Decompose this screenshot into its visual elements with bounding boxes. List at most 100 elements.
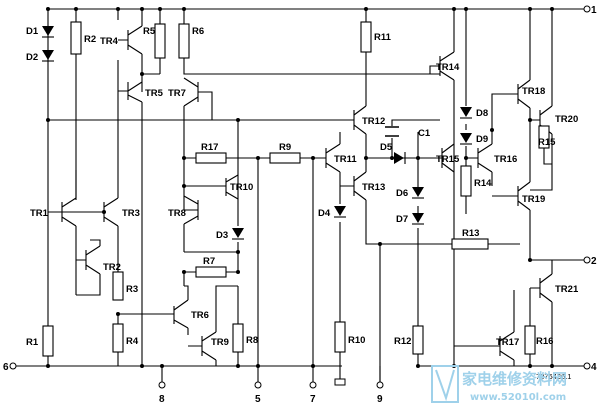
tr18-label: TR18 [522, 86, 545, 97]
watermark: 家电维修资料网 www.52010l.com [431, 365, 567, 403]
d4-label: D4 [318, 208, 331, 219]
pin-2-label: 2 [591, 256, 597, 267]
d7-symbol [412, 213, 424, 223]
r1-label: R1 [26, 337, 39, 348]
tr10-label: TR10 [230, 182, 253, 193]
tr4-label: TR4 [100, 36, 119, 47]
c1-symbol [385, 126, 399, 137]
pin-labels: 1 2 4 5 6 7 8 9 [3, 5, 597, 405]
d9-symbol [460, 133, 472, 143]
r9-label: R9 [279, 142, 291, 153]
d5-label: D5 [380, 142, 393, 153]
tr1-label: TR1 [30, 208, 49, 219]
diode-symbols [42, 26, 472, 240]
tr11-label: TR11 [334, 154, 357, 165]
d2-label: D2 [26, 52, 38, 63]
r14-body [460, 165, 472, 197]
r16-body [524, 325, 536, 355]
watermark-logo-icon [431, 365, 459, 403]
resistor-bodies [42, 21, 550, 357]
figure-reference: 7276436.1 [536, 372, 571, 381]
tr17-label: TR17 [496, 337, 519, 348]
r17-body [195, 152, 227, 164]
tr19-label: TR19 [522, 194, 545, 205]
d3-symbol [232, 228, 244, 238]
watermark-url: www.52010l.com [470, 392, 566, 403]
tr16-label: TR16 [494, 154, 517, 165]
r1-body [42, 325, 54, 357]
r3-label: R3 [126, 284, 138, 295]
d9-label: D9 [476, 134, 488, 145]
r15-label-visible: R15 [538, 137, 556, 148]
pin-1-label: 1 [591, 5, 597, 16]
tr8-label: TR8 [168, 208, 186, 219]
r15-body [538, 125, 550, 149]
r5-label: R5 [143, 26, 156, 37]
r4-body [112, 323, 124, 353]
resistor-labels: R1 R2 R3 R4 R5 R6 R7 R8 R9 R10 R11 R12 R… [26, 26, 556, 348]
c1-label: C1 [418, 128, 431, 139]
tr21-label: TR21 [555, 284, 579, 295]
r11-label: R11 [374, 32, 392, 43]
tr13-label: TR13 [362, 182, 385, 193]
r8-body [232, 323, 244, 353]
r2-body [70, 21, 82, 55]
pin-5-label: 5 [255, 394, 261, 405]
tr3-label: TR3 [122, 208, 140, 219]
pin-7-label: 7 [310, 394, 316, 405]
capacitor-labels: C1 [418, 128, 431, 139]
r12-label: R12 [394, 336, 411, 347]
r7-label: R7 [203, 256, 215, 267]
diode-labels: D1 D2 D3 D4 D5 D6 D7 D8 D9 [26, 26, 488, 241]
r3-body [112, 271, 124, 301]
pin-8-label: 8 [159, 394, 165, 405]
tr14-label: TR14 [436, 62, 460, 73]
junction-dots [46, 7, 554, 368]
tr6-label: TR6 [191, 310, 209, 321]
r12-body [412, 325, 424, 355]
pin-9-label: 9 [377, 394, 383, 405]
r11-body [360, 21, 372, 53]
tr20-label: TR20 [555, 114, 578, 125]
terminal-circles [9, 5, 591, 389]
r2-label: R2 [84, 34, 96, 45]
d8-symbol [460, 107, 472, 117]
r13-label: R13 [462, 228, 479, 239]
d1-symbol [42, 26, 54, 36]
tr15-label: TR15 [436, 154, 460, 165]
d6-label: D6 [396, 188, 408, 199]
tr7-label: TR7 [168, 88, 186, 99]
r7-body [195, 266, 227, 278]
r10-label: R10 [348, 335, 365, 346]
d6-symbol [412, 187, 424, 197]
transistor-labels: TR1 TR2 TR3 TR4 TR5 TR6 TR7 TR8 TR9 TR10… [30, 36, 579, 348]
d8-label: D8 [476, 108, 488, 119]
r14-label: R14 [474, 178, 492, 189]
pin-10-pad [334, 378, 346, 386]
d7-label: D7 [396, 214, 408, 225]
r10-body [334, 321, 346, 353]
tr9-label: TR9 [211, 337, 229, 348]
wiring [16, 8, 584, 382]
r8-label: R8 [246, 335, 258, 346]
pin-6-label: 6 [3, 362, 9, 373]
d2-symbol [42, 50, 54, 60]
watermark-logo-text: 家电维修资料网 [462, 370, 567, 388]
r17-label: R17 [201, 142, 218, 153]
r9-body [269, 152, 301, 164]
d4-symbol [334, 206, 346, 216]
d3-label: D3 [216, 230, 228, 241]
r4-label: R4 [126, 336, 139, 347]
tr2-label: TR2 [103, 262, 121, 273]
d1-label: D1 [26, 26, 39, 37]
d5-symbol [394, 152, 404, 164]
r13-body [451, 238, 489, 250]
r6-body [178, 23, 190, 59]
tr5-label: TR5 [145, 88, 164, 99]
r5-body [154, 23, 166, 59]
r6-label: R6 [192, 26, 204, 37]
pin-4-label: 4 [591, 362, 597, 373]
tr12-label: TR12 [362, 116, 385, 127]
r16-label: R16 [536, 336, 553, 347]
